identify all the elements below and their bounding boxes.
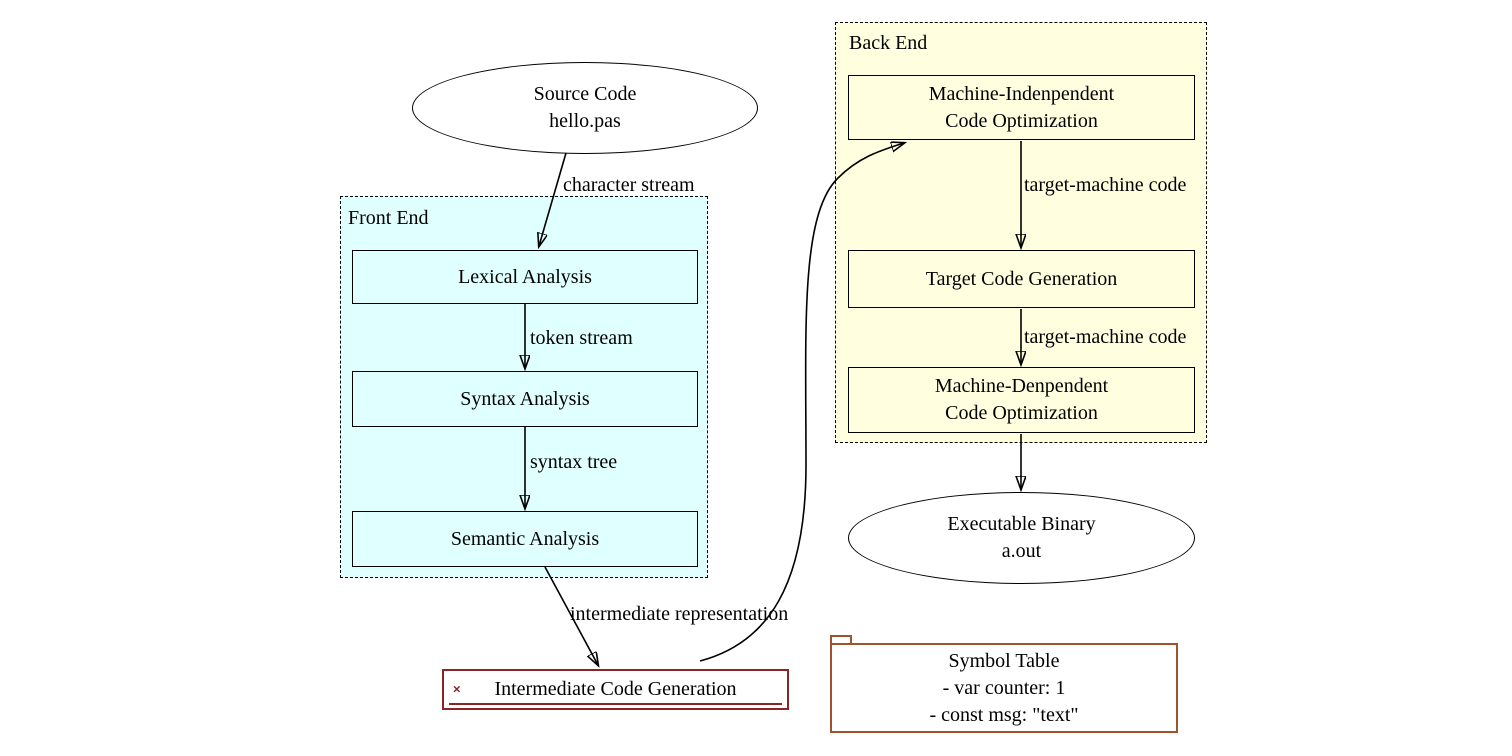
machine-dependent-line1: Machine-Denpendent <box>934 375 1109 397</box>
edge-label-target-machine-code-1: target-machine code <box>1024 174 1187 196</box>
machine-independent-line1: Machine-Indenpendent <box>928 82 1115 105</box>
syntax-analysis-label: Syntax Analysis <box>460 387 590 410</box>
cluster-front-end-label: Front End <box>348 207 429 229</box>
node-source-code-ellipse: Source Code hello.pas <box>412 62 758 154</box>
executable-binary-line2: a.out <box>1001 540 1042 562</box>
symbol-table-line1: Symbol Table <box>948 649 1060 672</box>
icg-underline-rule <box>449 703 782 705</box>
cluster-back-end-label: Back End <box>849 32 928 54</box>
source-code-line2: hello.pas <box>549 110 621 132</box>
edge-label-intermediate-representation: intermediate representation <box>570 603 789 625</box>
node-intermediate-code-generation: × Intermediate Code Generation <box>442 669 789 710</box>
node-executable-binary-ellipse: Executable Binary a.out <box>848 492 1195 584</box>
node-target-code-generation: Target Code Generation <box>848 250 1195 308</box>
machine-dependent-line2: Code Optimization <box>945 402 1098 424</box>
semantic-analysis-label: Semantic Analysis <box>450 527 600 550</box>
broken-image-icon: × <box>453 680 461 696</box>
node-machine-independent-optimization: Machine-Indenpendent Code Optimization <box>848 75 1195 140</box>
symbol-table-line2: - var counter: 1 <box>942 676 1066 699</box>
edge-label-character-stream: character stream <box>563 174 695 196</box>
edge-label-token-stream: token stream <box>530 327 633 349</box>
node-syntax-analysis: Syntax Analysis <box>352 371 698 427</box>
edge-label-syntax-tree: syntax tree <box>530 451 618 473</box>
symbol-table-line3: - const msg: "text" <box>929 703 1079 726</box>
target-code-generation-label: Target Code Generation <box>925 267 1118 290</box>
executable-binary-line1: Executable Binary <box>947 513 1096 535</box>
node-lexical-analysis: Lexical Analysis <box>352 250 698 304</box>
node-semantic-analysis: Semantic Analysis <box>352 511 698 567</box>
lexical-analysis-label: Lexical Analysis <box>458 265 592 288</box>
edge-label-target-machine-code-2: target-machine code <box>1024 326 1187 348</box>
node-machine-dependent-optimization: Machine-Denpendent Code Optimization <box>848 367 1195 433</box>
machine-independent-line2: Code Optimization <box>945 109 1098 132</box>
intermediate-code-generation-label: Intermediate Code Generation <box>494 678 737 700</box>
source-code-line1: Source Code <box>533 83 637 105</box>
node-symbol-table: Symbol Table - var counter: 1 - const ms… <box>830 643 1178 733</box>
